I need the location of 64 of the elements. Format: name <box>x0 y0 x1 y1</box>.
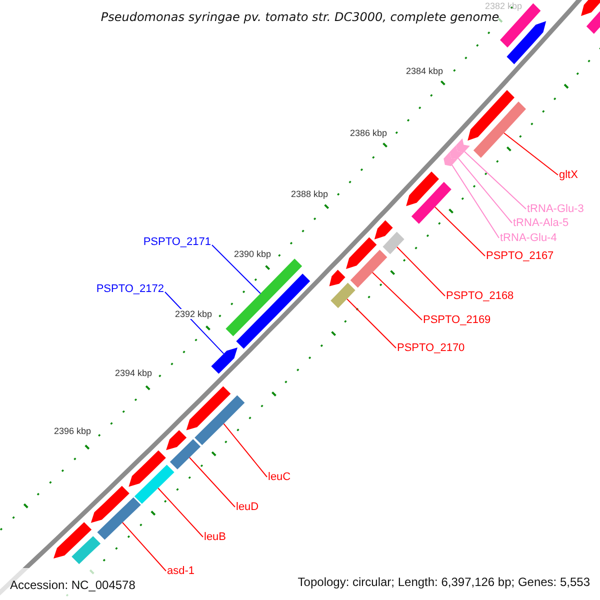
leader-line <box>223 423 268 478</box>
gene-feature <box>411 182 452 224</box>
gene-label: PSPTO_2169 <box>423 314 491 326</box>
gene-feature <box>166 430 187 450</box>
gene-feature <box>134 464 174 504</box>
leader-line <box>504 132 558 176</box>
gene-feature <box>329 270 346 286</box>
leader-line <box>434 206 486 256</box>
gene-feature <box>236 274 310 349</box>
leader-line <box>158 488 204 538</box>
gene-label: PSPTO_2168 <box>446 290 514 302</box>
gene-label: tRNA-Ala-5 <box>513 217 569 229</box>
gene-feature <box>194 395 245 446</box>
gene-feature <box>54 522 92 558</box>
gene-feature <box>350 250 388 288</box>
gene-label: leuB <box>204 531 226 543</box>
leader-line <box>372 272 422 320</box>
gene-feature <box>473 102 526 158</box>
scale-label: 2382 kbp <box>484 1 524 11</box>
gene-feature <box>128 450 166 487</box>
scale-label: 2396 kbp <box>53 426 92 436</box>
gene-label: asd-1 <box>167 565 195 577</box>
leader-line <box>464 151 526 210</box>
gene-feature <box>170 439 201 470</box>
gene-label: PSPTO_2172 <box>96 283 164 295</box>
scale-label: 2394 kbp <box>114 368 154 378</box>
gene-feature <box>581 0 600 16</box>
scale-label: 2390 kbp <box>233 249 272 259</box>
gene-label: PSPTO_2170 <box>397 342 465 354</box>
gene-label: tRNA-Glu-3 <box>527 203 584 215</box>
gene-feature <box>330 282 356 308</box>
trna-feature <box>456 138 470 153</box>
gene-label: PSPTO_2171 <box>143 236 211 248</box>
trna-feature <box>450 145 464 160</box>
leader-line <box>458 158 512 224</box>
leader-line <box>164 292 224 354</box>
gene-label: tRNA-Glu-4 <box>500 232 557 244</box>
gene-feature <box>186 386 231 430</box>
gene-feature <box>346 237 377 269</box>
gene-feature <box>72 536 101 564</box>
scale-label: 2392 kbp <box>174 309 214 319</box>
gene-feature <box>226 258 302 336</box>
gene-feature <box>211 348 238 374</box>
leader-line <box>346 298 396 348</box>
gene-feature <box>382 232 404 254</box>
trna-feature <box>444 152 458 166</box>
gene-feature <box>90 486 130 523</box>
scale-label: 2384 kbp <box>405 66 444 76</box>
gene-label: leuC <box>268 471 291 483</box>
leader-line <box>189 457 236 508</box>
scale-label: 2388 kbp <box>290 189 330 199</box>
leader-line <box>212 244 261 294</box>
gene-feature <box>506 21 546 64</box>
leader-line <box>452 164 500 238</box>
gene-label: PSPTO_2167 <box>486 250 554 262</box>
gene-feature <box>406 172 439 206</box>
gene-label: gltX <box>559 169 578 181</box>
gene-label: leuD <box>236 501 259 513</box>
gene-feature <box>374 220 393 240</box>
gene-feature <box>468 90 514 141</box>
genome-info-text: Topology: circular; Length: 6,397,126 bp; Genes: 5,553 <box>298 575 590 591</box>
gene-feature <box>97 497 141 540</box>
leader-line <box>396 246 446 296</box>
scale-label: 2386 kbp <box>349 128 388 138</box>
